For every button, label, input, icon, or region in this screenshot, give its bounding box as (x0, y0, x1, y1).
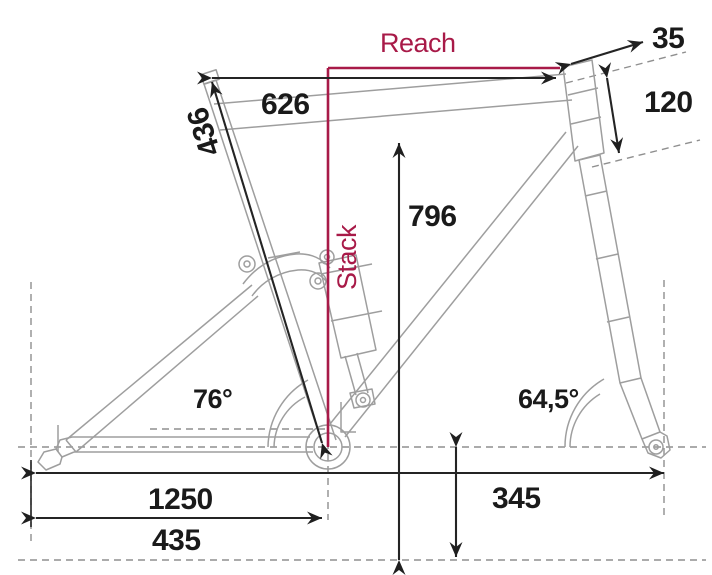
witness-lines (30, 447, 400, 560)
reach-label: Reach (380, 28, 456, 58)
head-tube-angle-label: 64,5° (518, 384, 579, 414)
head-angle-arc (569, 393, 601, 448)
rocker-link (238, 249, 335, 297)
seat-angle-arc (273, 396, 306, 448)
head-tube-dimension-label: 120 (644, 86, 693, 119)
fork (578, 154, 661, 440)
bb-height-dimension-label: 345 (492, 482, 541, 515)
chainstay-dimension-label: 435 (152, 524, 201, 557)
stack-label: Stack (332, 224, 362, 290)
head-tube (562, 59, 605, 162)
wheelbase-dimension-label: 1250 (148, 483, 213, 516)
dimension-436 (210, 81, 333, 460)
down-tube (329, 131, 579, 438)
dimension-120 (598, 62, 624, 154)
shock-mount-bracket (267, 251, 301, 259)
rear-dropout (37, 425, 63, 471)
seat-tube-angle-label: 76° (193, 384, 233, 414)
stack-dimension-label: 796 (408, 200, 457, 233)
front-dropout (641, 431, 671, 459)
dimension-35 (554, 40, 644, 75)
reference-lines (18, 51, 706, 561)
fork-offset-dimension-label: 35 (652, 22, 685, 55)
seat-stay (65, 284, 259, 453)
top-tube-dimension-label: 626 (261, 88, 310, 121)
head-angle-arc-outer (564, 378, 605, 448)
